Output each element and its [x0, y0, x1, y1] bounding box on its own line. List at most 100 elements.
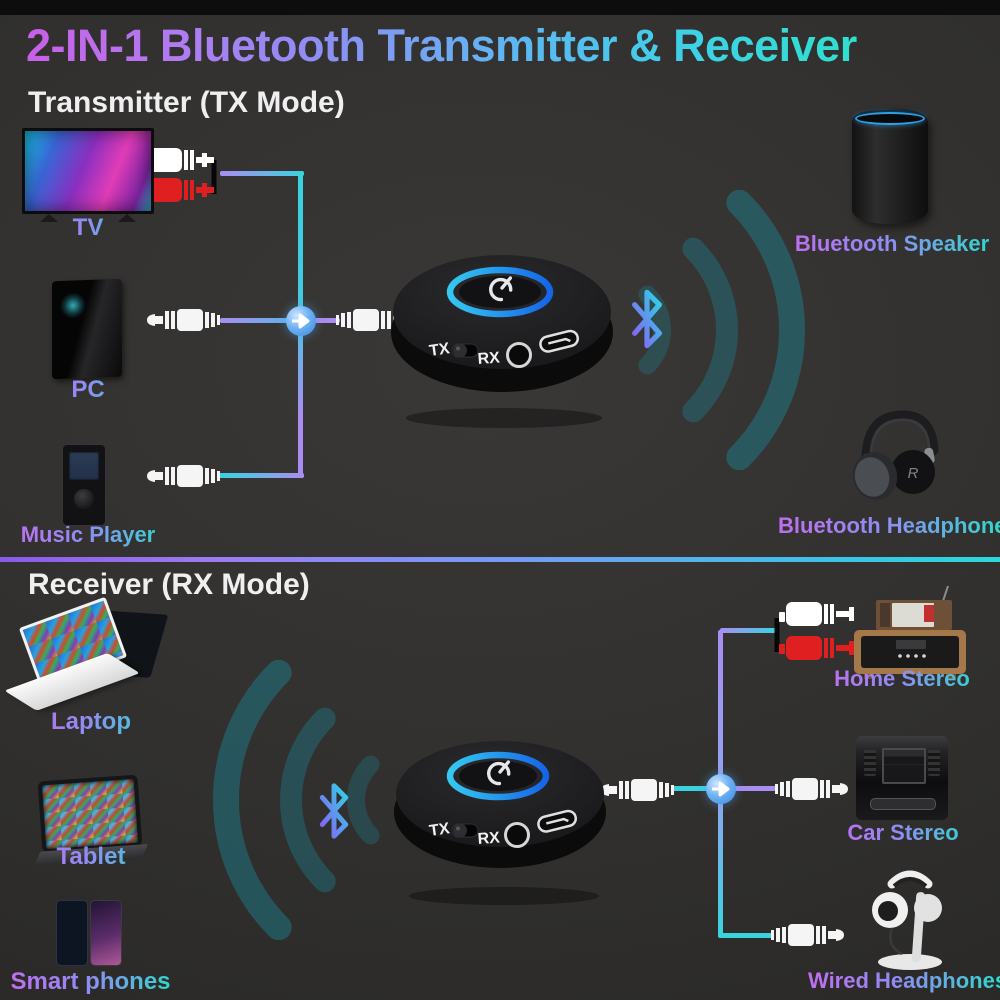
usb-port-icon — [537, 809, 577, 833]
earcup-left-pad — [878, 901, 898, 921]
radio-grille — [880, 603, 890, 627]
earcup-right — [891, 450, 935, 494]
speaker-light-ring — [855, 112, 925, 125]
radio-red-label — [924, 605, 934, 622]
aux-plug-icon — [775, 778, 848, 800]
power-icon — [487, 760, 511, 786]
source-label-tv: TV — [22, 214, 154, 242]
led-ring — [446, 266, 554, 318]
target-label-car-stereo: Car Stereo — [833, 820, 973, 846]
aux-port-icon — [506, 342, 532, 368]
source-label-pc: PC — [22, 376, 154, 404]
usb-port-icon — [539, 329, 579, 353]
stand-base — [878, 954, 942, 970]
rx-mode-label: RX — [477, 349, 501, 368]
laptop — [4, 596, 172, 711]
stereo-foot — [946, 674, 956, 679]
tx-mode-label: TX — [428, 820, 451, 840]
source-label-tablet: Tablet — [25, 843, 157, 871]
page-title: 2-IN-1 Bluetooth Transmitter & Receiver — [26, 20, 986, 72]
cable-to-wired-headphones — [720, 933, 774, 938]
power-icon — [489, 276, 513, 302]
signal-waves-icon — [212, 660, 380, 940]
flow-arrow-icon — [292, 313, 310, 329]
car-vent-right — [928, 750, 940, 776]
target-label-bluetooth-headphones: Bluetooth Headphones — [778, 513, 1000, 538]
smartphones-image — [56, 900, 122, 966]
headphone-band-pad — [892, 877, 928, 888]
source-label-laptop: Laptop — [25, 708, 157, 736]
home-stereo-image — [854, 585, 966, 679]
pc-tower — [52, 278, 122, 380]
target-label-home-stereo: Home Stereo — [822, 666, 982, 692]
pc-image — [52, 278, 122, 380]
target-label-bluetooth-speaker: Bluetooth Speaker — [792, 231, 992, 257]
adapter-shadow — [409, 887, 599, 905]
stereo-foot — [864, 674, 874, 679]
tx-rx-switch — [451, 343, 479, 358]
bluetooth-icon — [319, 783, 349, 839]
rx-mode-label: RX — [477, 829, 501, 848]
tx-rx-switch — [451, 823, 479, 838]
cable-to-car-stereo — [734, 786, 776, 791]
aux-plug-icon — [147, 465, 220, 487]
bluetooth-adapter-rx: TX RX — [394, 741, 606, 905]
target-label-wired-headphones: Wired Headphones — [808, 968, 1000, 993]
tv-screen — [22, 128, 154, 214]
car-dashboard — [856, 736, 948, 820]
cable-junction — [286, 306, 316, 336]
stereo-buttons — [898, 654, 926, 658]
bluetooth-speaker-image — [852, 108, 928, 224]
earcup-left-face — [854, 457, 890, 497]
rca-plug-icon — [774, 602, 854, 660]
earcup-right — [914, 894, 942, 922]
radio-panel — [892, 603, 934, 627]
aux-plug-icon — [771, 924, 844, 946]
tv-leg — [40, 214, 58, 222]
car-console-slot — [870, 798, 936, 810]
stereo-display — [896, 640, 926, 649]
headphone-band — [887, 870, 933, 889]
led-ring — [446, 751, 550, 801]
wired-headphones-image — [872, 870, 942, 970]
tablet-image — [33, 774, 149, 867]
music-player-screen — [69, 452, 99, 480]
tv-leg — [118, 214, 136, 222]
source-label-music-player: Music Player — [8, 522, 168, 548]
tv-image — [22, 128, 154, 222]
stereo-grille — [861, 636, 959, 668]
bluetooth-icon — [632, 289, 662, 349]
aux-plug-icon — [601, 779, 674, 801]
pc-fan-glow — [60, 292, 86, 319]
source-label-smart-phones: Smart phones — [8, 968, 173, 996]
adapter-shadow — [406, 408, 602, 428]
cable-musicplayer-to-bus — [218, 473, 304, 478]
cable-adapter-to-junction — [672, 786, 722, 791]
section-divider — [0, 557, 1000, 562]
car-head-unit-screen — [882, 748, 926, 784]
laptop-image — [4, 596, 169, 711]
headband-highlight — [869, 418, 931, 459]
car-stereo-image — [856, 736, 948, 820]
bluetooth-headphones-image: R — [852, 410, 939, 500]
phone-right — [90, 900, 122, 966]
music-player-image — [62, 444, 106, 526]
car-vent-left — [864, 750, 876, 776]
aux-port-icon — [504, 822, 530, 848]
tx-mode-label: TX — [428, 340, 451, 360]
headphone-cable — [889, 927, 903, 956]
tx-section-header: Transmitter (TX Mode) — [28, 86, 345, 119]
flow-arrow-icon — [712, 781, 730, 797]
top-black-strip — [0, 0, 1000, 15]
earcup-marking: R — [908, 465, 919, 482]
music-player-body — [62, 444, 106, 526]
rx-section-header: Receiver (RX Mode) — [28, 568, 310, 601]
cable-junction-to-adapter — [312, 318, 340, 323]
cable-pc-to-junction — [220, 318, 300, 323]
cable-junction — [706, 774, 736, 804]
bluetooth-adapter-tx: TX RX — [391, 255, 613, 428]
tablet — [33, 774, 149, 867]
cable-to-home-stereo — [720, 628, 776, 633]
headband — [861, 410, 939, 466]
